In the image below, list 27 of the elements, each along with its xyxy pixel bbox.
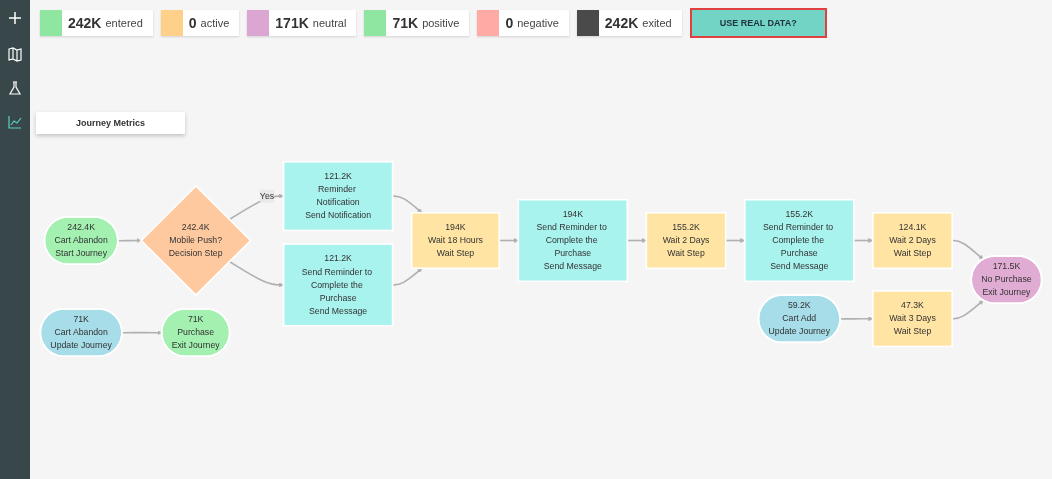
node-box: 124.1K Wait 2 Days Wait Step — [872, 211, 953, 270]
node-diamond: 242.4K Mobile Push? Decision Step — [140, 184, 252, 297]
arrow — [228, 193, 284, 221]
stat-value: 0 — [188, 15, 197, 31]
edge-label: Yes — [259, 191, 275, 201]
stat-label: negative — [517, 17, 559, 29]
stat-label: exited — [642, 17, 672, 29]
stat-label: positive — [422, 17, 460, 29]
stat-value: 171K — [275, 15, 309, 31]
stat-label: entered — [105, 17, 143, 29]
node-box: 121.2K Reminder Notification Send Notification — [282, 160, 394, 232]
stat-label: neutral — [312, 17, 347, 29]
node-box: 194K Wait 18 Hours Wait Step — [410, 211, 501, 270]
use-real-data-button: USE REAL DATA? — [689, 8, 827, 38]
node-box: 194K Send Reminder to Complete the Purchase Send Message — [517, 198, 629, 283]
stat-value: 242K — [68, 15, 102, 31]
stat-value: 242K — [604, 15, 639, 31]
arrow — [228, 260, 284, 288]
node-box: 155.2K Wait 2 Days Wait Step — [645, 211, 727, 270]
tooltip: Journey Metrics — [36, 112, 186, 134]
arrow — [117, 238, 142, 243]
node-box: 121.2K Send Reminder to Complete the Purchase Send Message — [282, 243, 394, 327]
node-box: 155.2K Send Reminder to Complete the Purchase Send Message — [743, 198, 855, 283]
stat-value: 71K — [392, 15, 419, 31]
node-box: 47.3K Wait 3 Days Wait Step — [872, 290, 953, 348]
stat-label: active — [200, 17, 230, 29]
stat-value: 0 — [505, 15, 514, 31]
